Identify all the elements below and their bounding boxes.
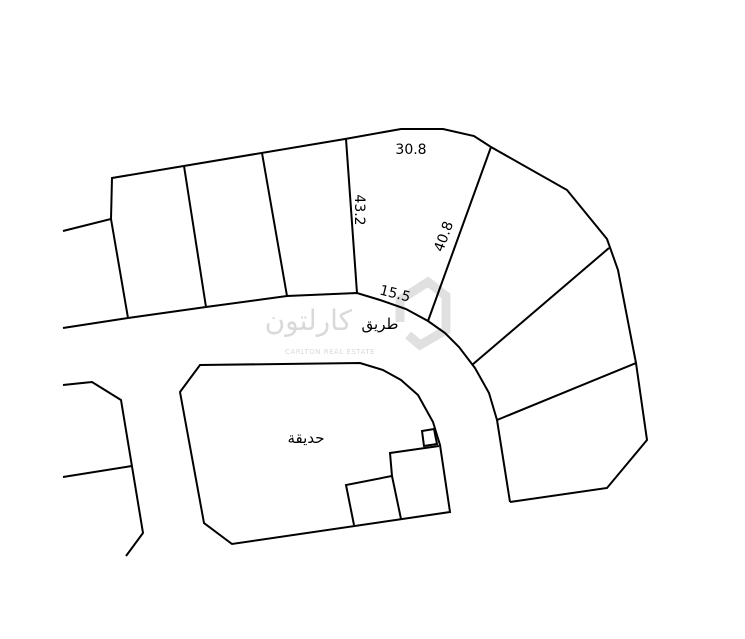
watermark-house-icon — [395, 276, 451, 351]
watermark-tagline: CARLTON REAL ESTATE — [285, 348, 375, 356]
plot-divider — [471, 247, 610, 366]
road-label: طريق — [362, 315, 399, 333]
park-building-wall — [391, 475, 402, 520]
left-block-outline — [62, 380, 145, 557]
watermark: كارلتون CARLTON REAL ESTATE — [265, 276, 451, 356]
plot-divider — [62, 465, 133, 478]
park-building — [344, 445, 440, 526]
plot-divider — [261, 152, 288, 297]
park-outline — [178, 361, 452, 546]
plot-divider — [345, 138, 358, 294]
park-small-structure — [420, 427, 439, 448]
plot-divider — [183, 165, 207, 308]
plot-divider — [427, 146, 492, 322]
dimension-top-edge: 30.8 — [395, 142, 426, 158]
dimension-front: 15.5 — [378, 283, 412, 306]
plot-divider — [110, 218, 129, 319]
plot-divider — [496, 362, 637, 421]
park-label: حديقة — [288, 429, 325, 447]
dimension-left-side: 43.2 — [351, 194, 367, 225]
watermark-logo-text: كارلتون — [265, 304, 353, 337]
road-edge-north — [62, 291, 511, 503]
